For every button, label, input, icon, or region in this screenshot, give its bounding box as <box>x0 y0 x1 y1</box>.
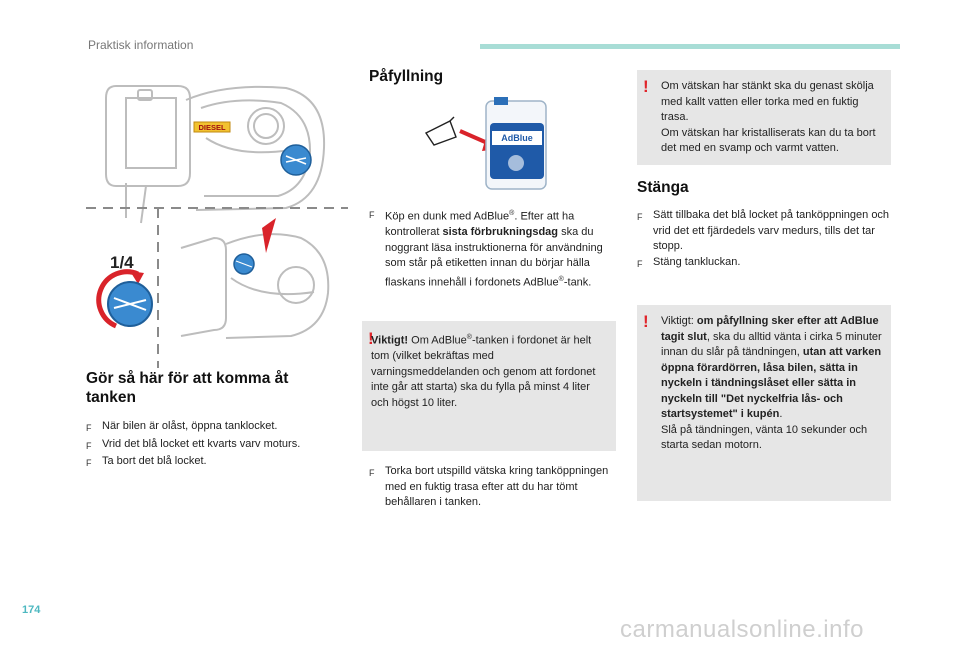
site-watermark: carmanualsonline.info <box>620 616 864 643</box>
adblue-can-illustration: AdBlue <box>420 95 560 195</box>
fuel-filler-illustration: DIESEL 1/4 <box>86 78 348 368</box>
blue-cap-large <box>107 281 153 327</box>
nozzle-icon <box>424 116 457 146</box>
warning-icon: ! <box>368 329 374 348</box>
pointer-arrow <box>262 218 276 253</box>
rotation-arrowhead <box>130 271 144 284</box>
section-heading-access: Gör så här för att komma åt tanken <box>86 370 289 406</box>
adblue-canister-icon: AdBlue <box>485 97 547 190</box>
running-header: Praktisk information <box>88 38 194 52</box>
blue-cap-small <box>233 253 255 275</box>
rotation-arrow <box>96 269 139 329</box>
header-accent-bar <box>480 44 900 49</box>
fuel-filler-drawing: DIESEL 1/4 <box>86 85 348 368</box>
refill-step-1: F Köp en dunk med AdBlue®. Efter att ha … <box>369 210 603 289</box>
warning-box-refill: ! Viktigt! Om AdBlue®-tanken i fordonet … <box>362 321 616 451</box>
section-heading-refill: Påfyllning <box>369 68 444 85</box>
warning-box-after-empty: ! Viktigt: om påfyllning sker efter att … <box>637 305 891 501</box>
can-label: AdBlue <box>501 133 533 143</box>
warning-text-after-empty: Viktigt: om påfyllning sker efter att Ad… <box>661 315 882 451</box>
warning-text-splash: Om vätskan har stänkt ska du genast sköl… <box>661 80 876 154</box>
diesel-label: DIESEL <box>198 123 226 132</box>
adblue-can-drawing: AdBlue <box>424 97 547 190</box>
warning-icon: ! <box>643 77 649 96</box>
middle-column: Påfyllning <box>369 67 619 86</box>
warning-text-refill: Viktigt! Om AdBlue®-tanken i fordonet är… <box>371 334 596 409</box>
warning-box-splash: ! Om vätskan har stänkt ska du genast sk… <box>637 70 891 165</box>
quarter-turn-label: 1/4 <box>110 253 134 272</box>
page-number: 174 <box>22 604 41 616</box>
blue-cap-top <box>280 144 312 176</box>
filler-flap-open <box>105 85 326 224</box>
section-heading-close: Stänga <box>637 179 689 196</box>
warning-icon: ! <box>643 312 649 331</box>
filler-flap-closeup <box>180 233 330 339</box>
diesel-badge: DIESEL <box>193 121 231 133</box>
